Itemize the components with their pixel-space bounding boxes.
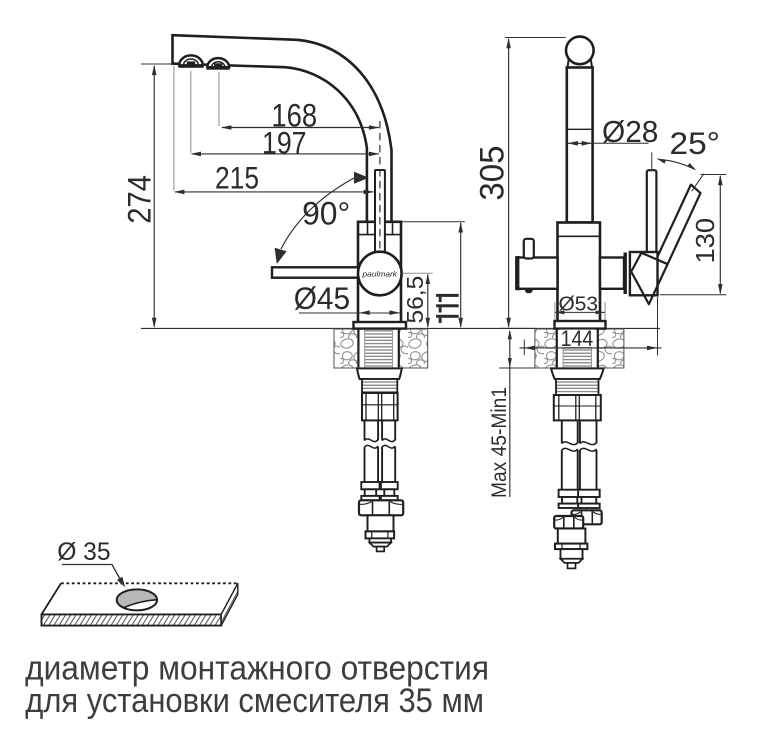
- svg-text:25°: 25°: [670, 125, 721, 161]
- svg-text:168: 168: [271, 97, 317, 133]
- svg-text:274: 274: [122, 175, 158, 224]
- svg-text:Ø53: Ø53: [559, 292, 599, 315]
- svg-text:130: 130: [690, 218, 720, 264]
- svg-text:Ø28: Ø28: [602, 116, 658, 149]
- svg-text:Ø45: Ø45: [294, 280, 350, 316]
- svg-text:197: 197: [262, 126, 307, 161]
- svg-text:56,5: 56,5: [402, 276, 428, 324]
- svg-text:для установки смесителя 35 мм: для установки смесителя 35 мм: [25, 682, 484, 720]
- svg-text:215: 215: [215, 160, 259, 196]
- svg-text:Max 45-Min1: Max 45-Min1: [487, 387, 511, 498]
- svg-text:paulmark: paulmark: [361, 269, 398, 278]
- svg-text:90°: 90°: [302, 195, 350, 232]
- svg-text:диаметр монтажного отверстия: диаметр монтажного отверстия: [25, 649, 489, 687]
- svg-text:Ø 35: Ø 35: [57, 538, 110, 566]
- svg-text:144: 144: [561, 326, 594, 351]
- svg-text:305: 305: [473, 146, 511, 201]
